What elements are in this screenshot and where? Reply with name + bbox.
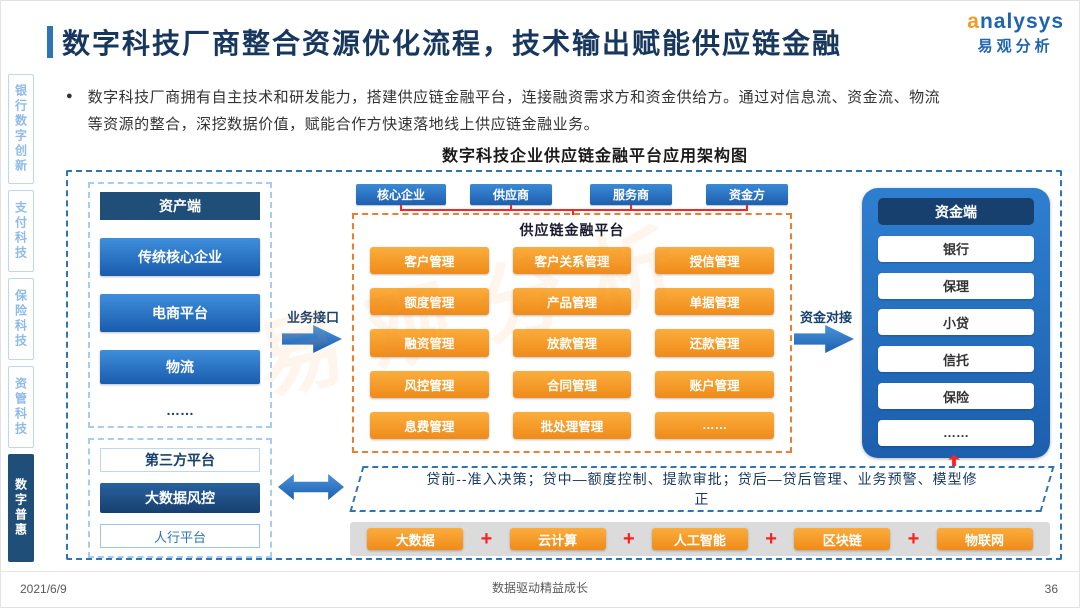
sidebar-tab-asset-mgmt[interactable]: 资管科技 <box>8 366 34 448</box>
participant-core-enterprise: 核心企业 <box>356 184 446 205</box>
third-party-panel: 第三方平台 大数据风控 人行平台 <box>88 438 272 558</box>
logo-wordmark: analysys <box>967 10 1064 33</box>
footer-date: 2021/6/9 <box>20 582 67 596</box>
connector-line <box>630 205 632 210</box>
asset-side-panel: 资产端 传统核心企业 电商平台 物流 …… <box>88 182 272 428</box>
connector-line <box>400 209 748 211</box>
loan-process-text: 贷前--准入决策；贷中—额度控制、提款审批；贷后—贷后管理、业务预警、模型修正 <box>426 470 978 507</box>
funding-item: 小贷 <box>878 309 1034 336</box>
platform-module: 产品管理 <box>512 288 632 316</box>
participant-service-provider: 服务商 <box>590 184 672 205</box>
plus-icon: + <box>907 528 920 550</box>
footer-divider <box>0 571 1080 572</box>
footer-page-number: 36 <box>1044 582 1058 596</box>
loan-process-banner: 贷前--准入决策；贷中—额度控制、提款审批；贷后—贷后管理、业务预警、模型修正 <box>349 466 1055 512</box>
business-interface-label: 业务接口 <box>286 310 339 325</box>
asset-item: 物流 <box>100 350 260 384</box>
plus-icon: + <box>480 528 493 550</box>
intro-bullet: ● 数字科技厂商拥有自主技术和研发能力，搭建供应链金融平台，连接融资需求方和资金… <box>66 84 952 138</box>
scf-platform-grid: 客户管理 客户关系管理 授信管理 额度管理 产品管理 单据管理 融资管理 放款管… <box>370 247 774 439</box>
bullet-marker-icon: ● <box>66 90 73 102</box>
plus-icon: + <box>622 528 635 550</box>
tech-stack-bar: 大数据 + 云计算 + 人工智能 + 区块链 + 物联网 <box>350 522 1050 556</box>
diagram-caption: 数字科技企业供应链金融平台应用架构图 <box>441 148 748 165</box>
sidebar-tab-banking-digital[interactable]: 银行数字创新 <box>8 74 34 184</box>
connector-line <box>400 205 402 210</box>
platform-module: 额度管理 <box>370 288 489 316</box>
asset-side-header: 资产端 <box>100 192 260 220</box>
participant-supplier: 供应商 <box>470 184 552 205</box>
platform-module: …… <box>655 411 774 439</box>
platform-module: 风控管理 <box>370 370 489 398</box>
funding-connect-label: 资金对接 <box>799 310 852 325</box>
funding-item: 信托 <box>878 346 1034 373</box>
asset-item: 电商平台 <box>100 294 260 332</box>
tech-item: 区块链 <box>794 528 891 550</box>
diagram-frame <box>66 170 1062 560</box>
title-accent-bar <box>47 26 53 58</box>
pboc-platform-box: 人行平台 <box>100 524 260 548</box>
tech-item: 物联网 <box>936 528 1033 550</box>
platform-module: 授信管理 <box>655 247 774 275</box>
sidebar-tab-digital-inclusion[interactable]: 数字普惠 <box>8 454 34 562</box>
connector-line <box>746 205 748 210</box>
platform-module: 合同管理 <box>512 370 632 398</box>
platform-module: 账户管理 <box>655 370 774 398</box>
platform-module: 融资管理 <box>370 329 489 357</box>
asset-item-more: …… <box>166 402 194 418</box>
footer-slogan: 数据驱动精益成长 <box>491 581 588 595</box>
funding-item: 银行 <box>878 235 1034 262</box>
third-party-header: 第三方平台 <box>100 448 260 472</box>
participant-funder: 资金方 <box>706 184 788 205</box>
asset-item: 传统核心企业 <box>100 238 260 276</box>
plus-icon: + <box>765 528 777 550</box>
sidebar-tab-payment[interactable]: 支付科技 <box>8 190 34 272</box>
sidebar-tab-insurance[interactable]: 保险科技 <box>8 278 34 360</box>
platform-module: 单据管理 <box>655 288 774 316</box>
intro-text: 数字科技厂商拥有自主技术和研发能力，搭建供应链金融平台，连接融资需求方和资金供给… <box>87 89 941 133</box>
platform-module: 客户管理 <box>370 247 489 275</box>
platform-module: 客户关系管理 <box>512 247 632 275</box>
platform-module: 还款管理 <box>655 329 774 357</box>
platform-module: 息费管理 <box>370 411 489 439</box>
funding-item: 保险 <box>878 383 1034 410</box>
analysys-logo: analysys 易观分析 <box>967 10 1064 56</box>
page-title: 数字科技厂商整合资源优化流程，技术输出赋能供应链金融 <box>62 28 843 59</box>
scf-platform-panel: 供应链金融平台 客户管理 客户关系管理 授信管理 额度管理 产品管理 单据管理 … <box>352 213 792 453</box>
funding-side-panel: 资金端 银行 保理 小贷 信托 保险 …… <box>862 188 1050 458</box>
funding-item: …… <box>878 419 1034 446</box>
funding-side-header: 资金端 <box>878 198 1034 225</box>
tech-item: 云计算 <box>509 528 606 550</box>
big-data-risk-box: 大数据风控 <box>100 483 260 513</box>
logo-chinese: 易观分析 <box>977 38 1054 55</box>
funding-item: 保理 <box>878 272 1034 299</box>
connector-line <box>510 205 512 210</box>
tech-item: 大数据 <box>367 528 464 550</box>
platform-module: 放款管理 <box>512 329 632 357</box>
scf-platform-title: 供应链金融平台 <box>519 222 625 238</box>
connector-line <box>572 209 574 215</box>
tech-item: 人工智能 <box>651 528 748 550</box>
platform-module: 批处理管理 <box>512 411 632 439</box>
